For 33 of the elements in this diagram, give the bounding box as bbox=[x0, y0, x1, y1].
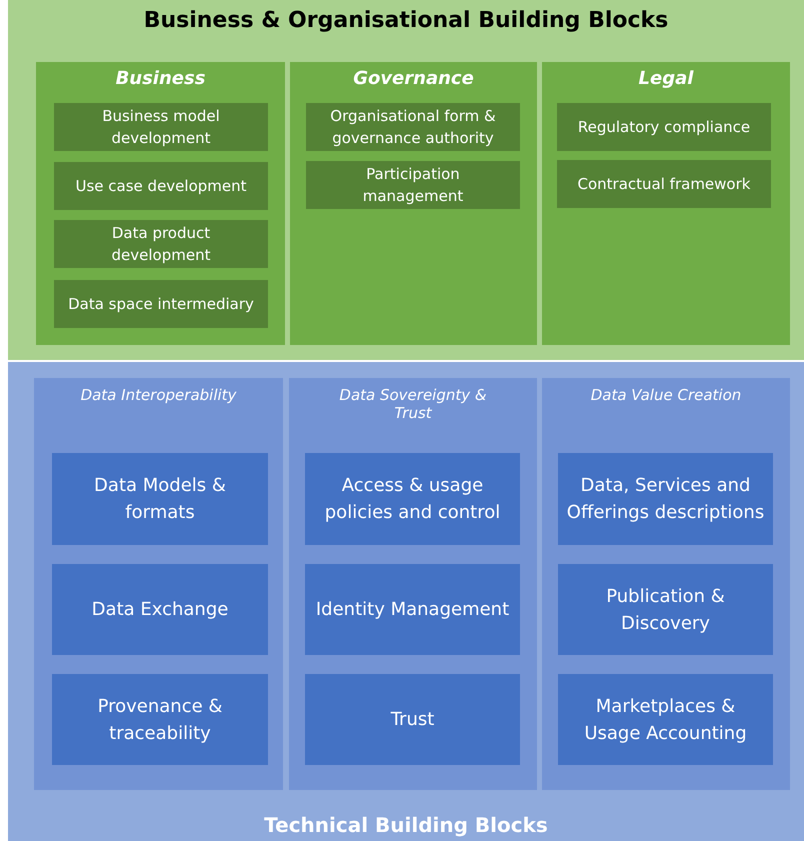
building-block: Data Models & formats bbox=[52, 453, 268, 545]
building-block: Publication & Discovery bbox=[558, 564, 773, 655]
category-title: Data Sovereignty & Trust bbox=[338, 386, 488, 422]
category-title: Data Interoperability bbox=[80, 386, 238, 404]
section-title: Technical Building Blocks bbox=[263, 813, 549, 837]
building-block: Trust bbox=[305, 674, 520, 765]
building-block: Access & usage policies and control bbox=[305, 453, 520, 545]
building-block: Business model development bbox=[54, 103, 268, 151]
category-title: Business bbox=[114, 68, 206, 89]
building-block: Data Exchange bbox=[52, 564, 268, 655]
category-title: Data Value Creation bbox=[590, 386, 742, 404]
section-title: Business & Organisational Building Blocks bbox=[142, 8, 670, 33]
category-title: Governance bbox=[352, 68, 475, 89]
category-panel bbox=[542, 378, 790, 790]
section-panel bbox=[8, 0, 804, 360]
building-block: Marketplaces & Usage Accounting bbox=[558, 674, 773, 765]
building-block: Identity Management bbox=[305, 564, 520, 655]
building-block: Data space intermediary bbox=[54, 280, 268, 328]
category-panel bbox=[36, 62, 285, 345]
building-block: Contractual framework bbox=[557, 160, 771, 208]
building-block: Provenance & traceability bbox=[52, 674, 268, 765]
category-panel bbox=[290, 62, 537, 345]
category-panel bbox=[34, 378, 283, 790]
building-block: Organisational form & governance authority bbox=[306, 103, 520, 151]
category-panel bbox=[542, 62, 790, 345]
building-block: Use case development bbox=[54, 162, 268, 210]
building-block: Data, Services and Offerings descriptions bbox=[558, 453, 773, 545]
building-block: Participation management bbox=[306, 161, 520, 209]
building-block: Regulatory compliance bbox=[557, 103, 771, 151]
building-block: Data product development bbox=[54, 220, 268, 268]
category-panel bbox=[289, 378, 537, 790]
category-title: Legal bbox=[638, 68, 694, 89]
section-panel bbox=[8, 362, 804, 841]
